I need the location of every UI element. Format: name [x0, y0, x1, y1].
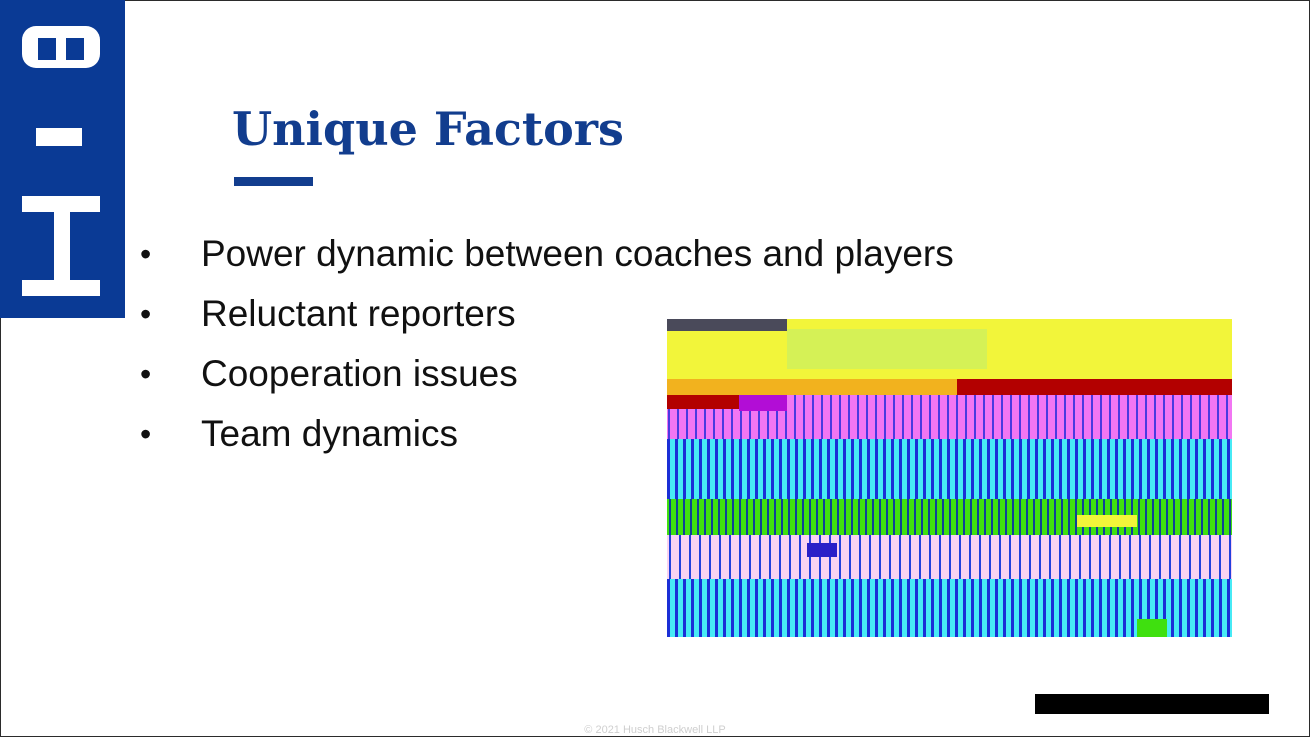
bullet-item: • Team dynamics	[140, 412, 960, 456]
bullet-item: • Reluctant reporters	[140, 292, 960, 336]
bullet-list: • Power dynamic between coaches and play…	[140, 232, 960, 472]
bullet-dot-icon: •	[140, 356, 152, 392]
logo-letters-icon	[22, 26, 100, 296]
slide-title: Unique Factors	[232, 102, 624, 156]
team-photo	[667, 319, 1232, 637]
bullet-text: Cooperation issues	[201, 353, 518, 394]
bullet-text: Power dynamic between coaches and player…	[201, 233, 954, 274]
brand-logo	[0, 0, 125, 318]
bullet-dot-icon: •	[140, 296, 152, 332]
image-icon	[667, 319, 1232, 637]
bullet-dot-icon: •	[140, 416, 152, 452]
bullet-item: • Cooperation issues	[140, 352, 960, 396]
redaction-bar	[1035, 694, 1269, 714]
bullet-item: • Power dynamic between coaches and play…	[140, 232, 960, 276]
bullet-text: Team dynamics	[201, 413, 459, 454]
title-underline	[234, 177, 313, 186]
bullet-dot-icon: •	[140, 236, 152, 272]
bullet-text: Reluctant reporters	[201, 293, 516, 334]
copyright-footer: © 2021 Husch Blackwell LLP	[584, 724, 726, 736]
